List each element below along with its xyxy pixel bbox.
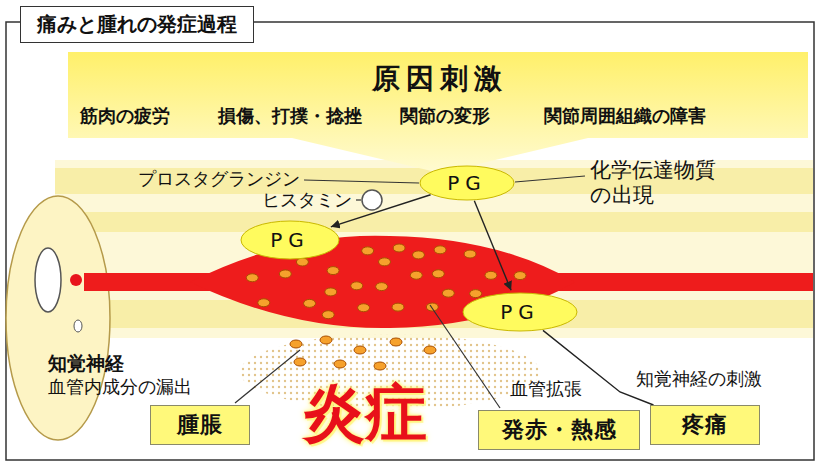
leader-line: [356, 199, 361, 200]
blood-component: [320, 336, 332, 344]
blood-component: [412, 251, 424, 259]
cause-text: 損傷、打撲・捻挫: [218, 104, 362, 128]
pg-ellipse: PG: [462, 292, 578, 332]
diagram-title: 痛みと腫れの発症過程: [20, 6, 254, 43]
main-label: 炎症: [303, 376, 427, 450]
blood-component: [322, 311, 334, 319]
blood-component: [334, 360, 346, 368]
blood-component: [392, 303, 404, 311]
leader-line: [304, 180, 419, 183]
nerve-lumen: [35, 248, 61, 312]
blood-component: [325, 288, 337, 296]
blood-component: [376, 283, 388, 291]
blood-component: [432, 270, 444, 278]
blood-component: [514, 272, 526, 280]
outer-frame: [6, 22, 814, 460]
substance-label: ヒスタミン: [262, 189, 352, 211]
blood-component: [351, 282, 363, 290]
histamine-circle: [362, 190, 382, 210]
blood-component: [358, 304, 370, 312]
symptom-label: 疼痛: [682, 413, 728, 437]
blood-component: [294, 358, 306, 366]
substance-label: プロスタグランジン: [138, 168, 300, 190]
pg-label: PG: [270, 229, 310, 251]
small-lumen: [74, 320, 82, 332]
blood-component: [374, 362, 386, 370]
blood-component: [390, 338, 402, 346]
funnel-fill: [68, 52, 808, 173]
blood-component: [354, 346, 366, 354]
nerve-cross-section: [6, 196, 110, 440]
part-label: 知覚神経: [48, 352, 124, 375]
pg-fill: [463, 293, 577, 331]
symptom-box: 疼痛: [650, 405, 760, 445]
pg-fill: [420, 166, 514, 200]
blood-component: [410, 271, 422, 279]
blood-component: [327, 267, 339, 275]
note-label: 化学伝達物質の出現: [590, 158, 726, 208]
symptom-label: 発赤・熱感: [502, 418, 617, 442]
cause-text: 関節周囲組織の障害: [544, 104, 706, 128]
blood-component: [258, 299, 270, 307]
blood-component: [246, 274, 258, 282]
blood-component: [424, 346, 436, 354]
blood-component: [426, 303, 438, 311]
band-heading: 原因刺激: [372, 60, 508, 98]
blood-component: [464, 250, 476, 258]
leader-line: [235, 350, 300, 403]
blood-component: [442, 289, 454, 297]
connector-arrow: [474, 201, 511, 291]
cause-text: 関節の変形: [400, 104, 490, 128]
note-label: 血管内成分の漏出: [48, 376, 192, 398]
cause-text: 筋肉の疲労: [80, 104, 170, 128]
blood-component: [470, 290, 482, 298]
pg-ellipse: PG: [240, 220, 340, 260]
vessel-section: [70, 274, 82, 286]
note-label: 血管拡張: [510, 378, 582, 400]
leader-line: [515, 176, 585, 182]
pg-fill: [241, 221, 339, 259]
pg-label: PG: [447, 172, 487, 194]
pg-label: PG: [500, 301, 540, 323]
symptom-box: 腫脹: [150, 405, 250, 445]
nerve-fiber: [55, 212, 813, 232]
pg-ellipse: PG: [419, 165, 515, 201]
blood-component: [378, 258, 390, 266]
symptom-label: 腫脹: [177, 413, 223, 437]
blood-component: [393, 244, 405, 252]
symptom-box: 発赤・熱感: [478, 410, 640, 450]
blood-component: [362, 247, 374, 255]
blood-component: [279, 270, 291, 278]
blood-component: [434, 246, 446, 254]
blood-component: [304, 299, 316, 307]
blood-component: [290, 340, 302, 348]
blood-component: [485, 271, 497, 279]
note-label: 知覚神経の刺激: [636, 368, 762, 390]
